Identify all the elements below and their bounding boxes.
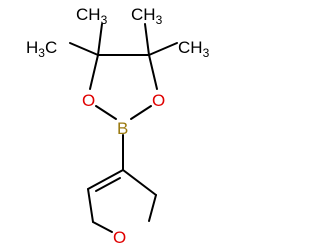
methyl-label-top-mid-left: CH3	[76, 5, 108, 27]
bond-c4-methyl-up	[97, 23, 103, 56]
oxygen-label-right: O	[152, 91, 165, 110]
bond-c3-c4-double-outer	[87, 169, 124, 190]
bond-c4-c5-furan	[87, 188, 94, 223]
methyl-text: CH3	[131, 5, 163, 27]
methyl-label-top-right: CH3	[178, 38, 210, 60]
bond-c4-o-left	[89, 54, 99, 90]
bond-c4-methyl-left	[69, 42, 99, 56]
bond-c5-methyl-right	[148, 42, 178, 56]
bond-c3-c4-double-inner	[95, 177, 121, 192]
methyl-text: H3C	[26, 38, 57, 60]
bond-c3-c2	[122, 169, 157, 196]
methyl-text: CH3	[178, 38, 210, 60]
bond-c5-o-right	[148, 54, 158, 90]
bond-c2-o-furan	[148, 194, 157, 222]
bond-c5-o-furan	[92, 221, 113, 233]
methyl-text: CH3	[76, 5, 108, 27]
furan-oxygen-label: O	[113, 228, 126, 247]
boron-label: B	[117, 119, 128, 138]
molecule-structure: H3C CH3 CH3 CH3 O O B O	[26, 5, 210, 247]
methyl-label-top-left: H3C	[26, 38, 57, 60]
bond-o-left-b	[95, 105, 117, 120]
oxygen-label-left: O	[82, 91, 95, 110]
bond-o-right-b	[130, 105, 152, 120]
methyl-label-top-mid-right: CH3	[131, 5, 163, 27]
bond-c5-methyl-up	[144, 23, 150, 56]
